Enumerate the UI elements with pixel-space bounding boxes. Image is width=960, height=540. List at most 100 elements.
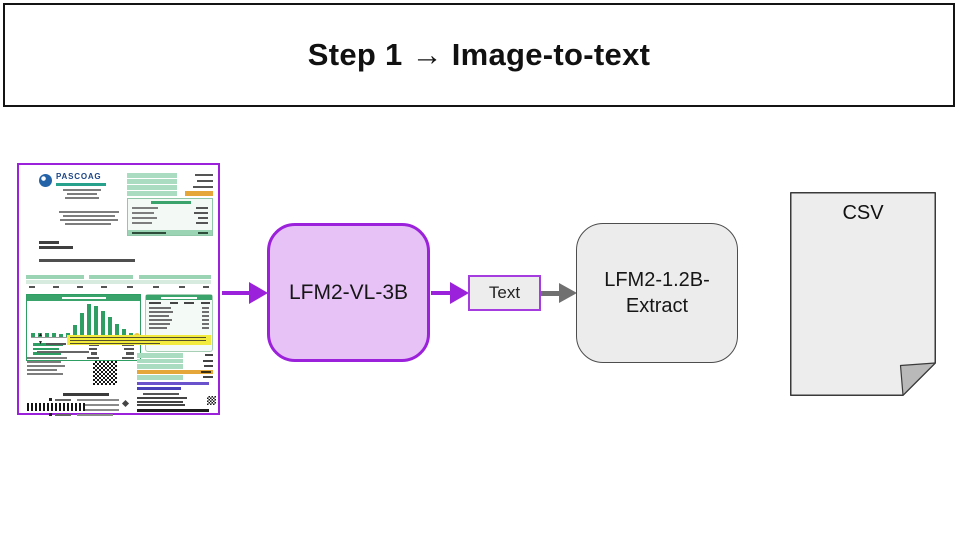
decor-bar [91,352,97,355]
decor-bar [127,179,177,184]
decor-bar [137,353,183,358]
decor-bar [202,315,209,317]
decor-bar [124,347,134,350]
decor-bar [137,382,209,385]
decor-bar [77,286,83,288]
decor-bar [62,297,106,299]
decor-bar [127,191,177,196]
usage-bar [101,310,105,337]
decor-bar [202,319,209,321]
bill-brand-name: PASCOAG [56,172,102,181]
decor-bar [139,275,211,279]
decor-bar [143,393,179,395]
decor-bar [149,311,173,313]
decor-bar [29,286,35,288]
bill-diamond-icon [121,399,130,408]
decor-bar [65,197,99,199]
bill-barcode [27,403,85,411]
decor-bar [77,398,119,401]
decor-bar [132,207,158,209]
decor-bar [137,387,181,390]
decor-bar [197,180,213,182]
arrow-bill-to-vl-model [222,282,268,304]
decor-bar [149,327,167,329]
decor-bar [196,222,208,224]
decor-bar [249,282,268,304]
decor-bar [149,323,170,325]
decor-bar [161,296,197,299]
extract-model-label-line1: LFM2-1.2B- [604,269,710,291]
decor-bar [170,302,178,304]
decor-bar [132,222,152,224]
decor-bar [65,223,111,225]
decor-bar [203,376,213,378]
usage-bar [38,333,42,337]
decor-bar [179,286,185,288]
decor-bar [203,286,209,288]
decor-bar [27,373,63,375]
arrow-text-to-extract-model [541,282,577,304]
decor-bar [63,215,115,217]
vl-model-label: LFM2-VL-3B [288,280,409,304]
decor-bar [137,358,183,363]
decor-bar [149,315,169,317]
vl-model-node: LFM2-VL-3B [267,223,430,362]
decor-bar [128,230,212,235]
bill-highlighted-notice [67,335,211,345]
decor-bar [63,393,109,396]
decor-bar [202,327,209,329]
arrow-vl-model-to-text [431,282,469,304]
decor-bar [122,356,134,359]
decor-bar [201,370,211,373]
decor-bar [137,400,183,403]
decor-bar [67,193,97,195]
decor-bar [202,323,209,325]
decor-bar [77,413,113,416]
decor-bar [205,354,213,356]
decor-bar [132,231,166,234]
decor-bar [127,173,177,178]
decor-bar [89,347,97,350]
decor-bar [26,280,211,284]
arrow-up-icon: ▲ [38,332,43,338]
decor-bar [101,286,107,288]
decor-bar [132,212,154,214]
decor-bar [198,217,208,219]
decor-bar [39,259,135,262]
bill-usage-chart [31,304,137,338]
decor-bar [204,365,213,367]
decor-bar [127,286,133,288]
decor-bar [33,347,59,350]
decor-bar [77,403,119,406]
decor-bar [137,375,183,380]
usage-bar [115,323,119,337]
usage-bar [45,333,49,337]
decor-bar [46,343,66,345]
csv-label: CSV [842,202,884,224]
decor-bar [37,351,89,353]
decor-bar [137,404,185,406]
decor-bar [39,246,73,249]
decor-bar [53,286,59,288]
decor-bar [33,352,61,355]
decor-bar [137,409,209,412]
decor-bar [126,352,134,355]
decor-bar [194,212,208,214]
usage-bar [59,333,63,337]
decor-bar [149,302,161,304]
decor-bar [137,369,213,374]
decor-bar [39,241,59,244]
decor-bar [77,408,119,411]
decor-bar [137,364,183,369]
decor-bar [63,189,101,191]
extract-model-node: LFM2-1.2B- Extract [576,223,738,363]
csv-document: CSV [790,192,936,396]
decor-bar [153,286,159,288]
decor-bar [149,319,172,321]
decor-bar [201,302,210,304]
usage-bar [122,329,126,337]
decor-bar [196,207,208,209]
decor-bar [27,357,67,359]
decor-bar [202,307,209,309]
bill-logo-globe-icon [39,174,52,187]
